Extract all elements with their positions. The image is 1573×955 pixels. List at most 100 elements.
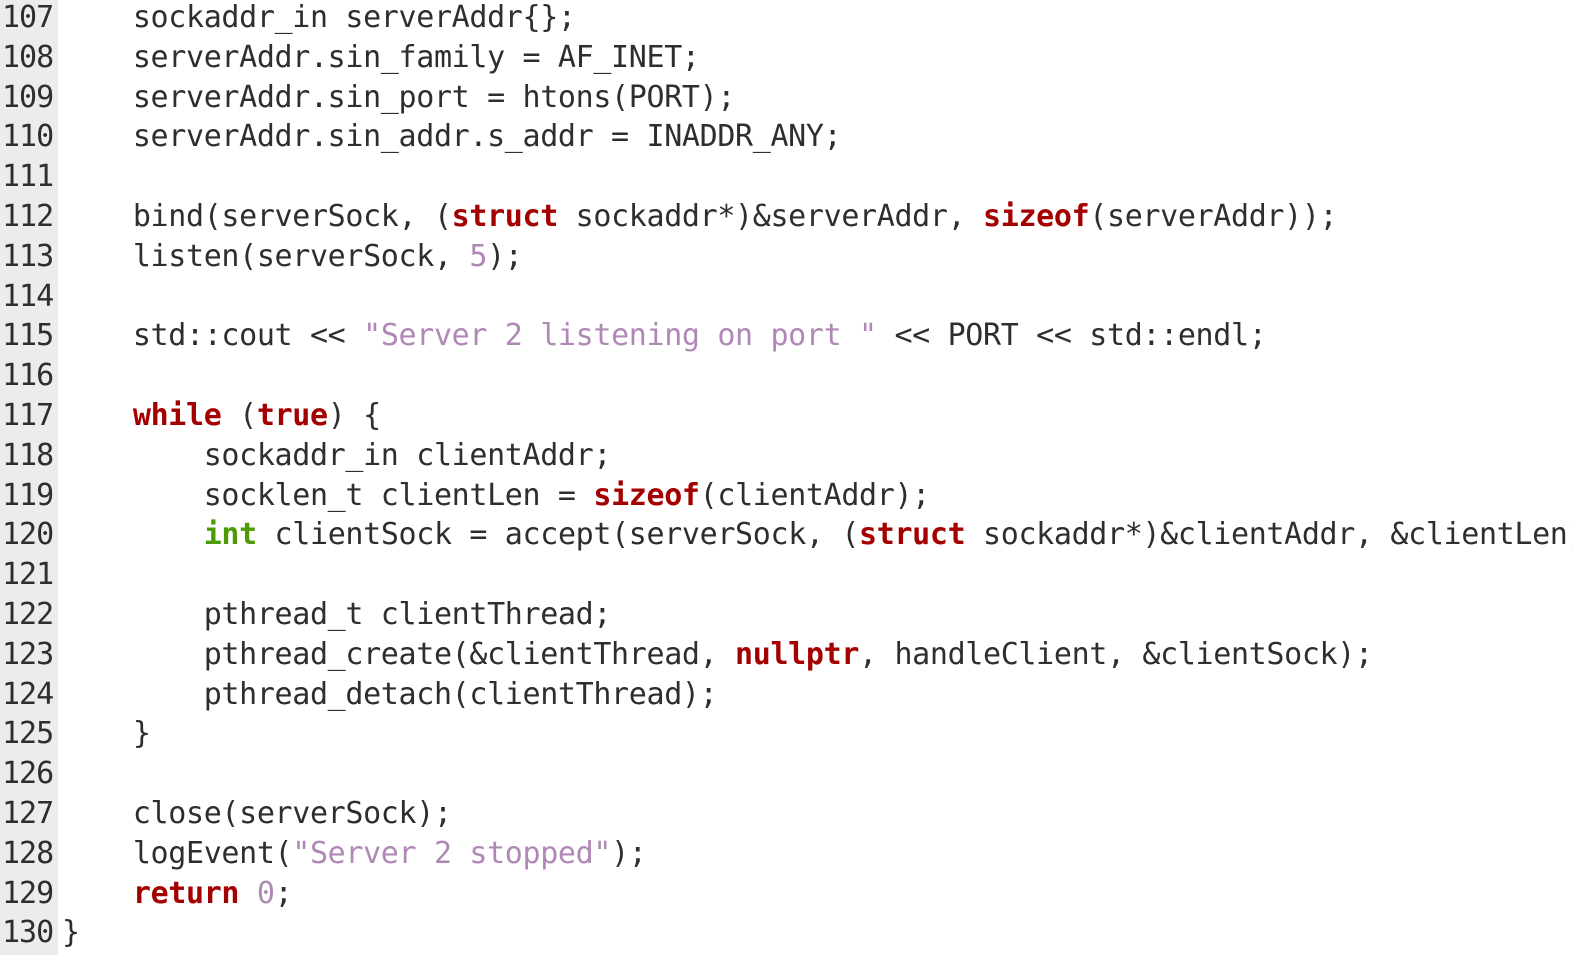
line-code: serverAddr.sin_port = htons(PORT); [58, 78, 1573, 118]
line-number: 113 [2, 238, 54, 274]
code-text [239, 876, 257, 911]
code-line[interactable]: 125 } [0, 714, 1573, 754]
line-code: logEvent("Server 2 stopped"); [58, 834, 1573, 874]
code-text: serverAddr.sin_addr.s_addr = INADDR_ANY; [62, 119, 842, 155]
line-number: 115 [2, 318, 54, 354]
code-line[interactable]: 127 close(serverSock); [0, 794, 1573, 834]
code-text: sockaddr*)&serverAddr, [557, 198, 984, 234]
code-text [62, 876, 133, 911]
code-line[interactable]: 109 serverAddr.sin_port = htons(PORT); [0, 78, 1573, 118]
line-code: bind(serverSock, (struct sockaddr*)&serv… [58, 197, 1573, 237]
code-text: pthread_create(&clientThread, [62, 636, 736, 672]
line-number: 111 [2, 159, 54, 195]
keyword-token: while [132, 397, 222, 433]
code-line[interactable]: 130} [0, 913, 1573, 953]
line-number-gutter [0, 0, 58, 955]
code-text: socklen_t clientLen = [62, 477, 594, 513]
line-number: 112 [2, 198, 54, 234]
line-code [58, 555, 1573, 595]
line-number: 121 [2, 557, 54, 593]
keyword-token: nullptr [735, 636, 860, 672]
number-token: 5 [469, 238, 488, 274]
code-line[interactable]: 110 serverAddr.sin_addr.s_addr = INADDR_… [0, 117, 1573, 157]
line-number: 123 [2, 636, 54, 672]
line-code: sockaddr_in serverAddr{}; [58, 0, 1573, 38]
code-text: } [62, 716, 151, 752]
code-line[interactable]: 120 int clientSock = accept(serverSock, … [0, 515, 1573, 555]
line-code: int clientSock = accept(serverSock, (str… [58, 515, 1573, 555]
code-text: listen(serverSock, [62, 238, 470, 274]
line-code: pthread_create(&clientThread, nullptr, h… [58, 635, 1573, 675]
code-text: (serverAddr)); [1089, 198, 1338, 234]
code-line[interactable]: 128 logEvent("Server 2 stopped"); [0, 834, 1573, 874]
line-code: std::cout << "Server 2 listening on port… [58, 316, 1573, 356]
code-text: ); [487, 238, 523, 274]
code-text: ( [221, 397, 257, 433]
code-text: clientSock = accept(serverSock, ( [256, 517, 860, 553]
code-text: std::cout << [62, 318, 364, 354]
code-line[interactable]: 129 return 0; [0, 874, 1573, 914]
code-text [62, 517, 204, 552]
code-line[interactable]: 114 [0, 277, 1573, 317]
line-code: pthread_t clientThread; [58, 595, 1573, 635]
code-text: sockaddr*)&clientAddr, &clientLen); [965, 517, 1573, 553]
keyword-token: true [256, 397, 328, 433]
code-text: ); [611, 835, 647, 871]
code-text: , handleClient, &clientSock); [859, 636, 1373, 672]
code-text: (clientAddr); [699, 477, 931, 513]
code-line[interactable]: 112 bind(serverSock, (struct sockaddr*)&… [0, 197, 1573, 237]
code-line[interactable]: 123 pthread_create(&clientThread, nullpt… [0, 635, 1573, 675]
code-line[interactable]: 121 [0, 555, 1573, 595]
line-number: 107 [2, 0, 54, 35]
string-token: "Server 2 listening on port " [363, 318, 877, 354]
code-text: close(serverSock); [62, 795, 452, 831]
line-code: listen(serverSock, 5); [58, 237, 1573, 277]
code-text: serverAddr.sin_port = htons(PORT); [62, 79, 736, 115]
code-line[interactable]: 124 pthread_detach(clientThread); [0, 675, 1573, 715]
line-number: 125 [2, 716, 54, 752]
line-number: 122 [2, 596, 54, 632]
code-text: sockaddr_in serverAddr{}; [62, 0, 576, 35]
code-line[interactable]: 117 while (true) { [0, 396, 1573, 436]
line-number: 129 [2, 875, 54, 911]
code-text: pthread_detach(clientThread); [62, 676, 718, 712]
line-number: 118 [2, 437, 54, 473]
line-number: 117 [2, 397, 54, 433]
line-code: return 0; [58, 874, 1573, 914]
code-line[interactable]: 122 pthread_t clientThread; [0, 595, 1573, 635]
code-text: sockaddr_in clientAddr; [62, 437, 612, 473]
keyword-token: struct [451, 198, 559, 234]
line-number: 130 [2, 915, 54, 951]
code-line[interactable]: 116 [0, 356, 1573, 396]
code-line[interactable]: 113 listen(serverSock, 5); [0, 237, 1573, 277]
line-code: while (true) { [58, 396, 1573, 436]
line-number: 108 [2, 39, 54, 75]
code-text: << PORT << std::endl; [876, 318, 1267, 354]
code-line[interactable]: 111 [0, 157, 1573, 197]
line-number: 109 [2, 79, 54, 115]
code-text: pthread_t clientThread; [62, 596, 612, 632]
line-code [58, 277, 1573, 317]
keyword-token: struct [859, 517, 966, 553]
code-line[interactable]: 118 sockaddr_in clientAddr; [0, 436, 1573, 476]
line-code [58, 157, 1573, 197]
type-token: int [203, 517, 257, 553]
code-line[interactable]: 115 std::cout << "Server 2 listening on … [0, 316, 1573, 356]
code-text: bind(serverSock, ( [62, 198, 452, 234]
code-text: ) { [327, 397, 381, 433]
line-code: } [58, 714, 1573, 754]
code-line[interactable]: 126 [0, 754, 1573, 794]
code-line[interactable]: 119 socklen_t clientLen = sizeof(clientA… [0, 476, 1573, 516]
line-number: 124 [2, 676, 54, 712]
line-number: 114 [2, 278, 54, 314]
line-code: sockaddr_in clientAddr; [58, 436, 1573, 476]
code-line[interactable]: 107 sockaddr_in serverAddr{}; [0, 0, 1573, 38]
line-code: socklen_t clientLen = sizeof(clientAddr)… [58, 476, 1573, 516]
line-code: pthread_detach(clientThread); [58, 675, 1573, 715]
line-code: } [58, 913, 1573, 953]
line-number: 110 [2, 119, 54, 155]
code-line[interactable]: 108 serverAddr.sin_family = AF_INET; [0, 38, 1573, 78]
line-code: close(serverSock); [58, 794, 1573, 834]
